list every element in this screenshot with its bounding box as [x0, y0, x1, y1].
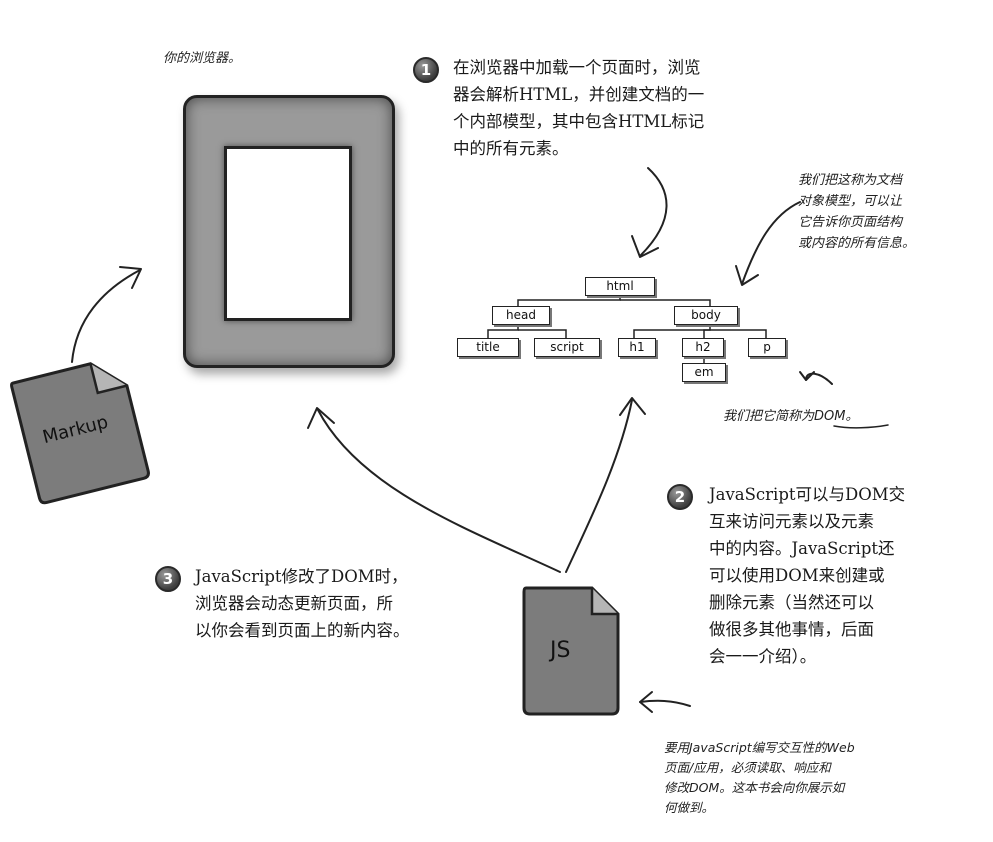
step-3-line: JavaScript修改了DOM时， [195, 567, 408, 586]
browser-viewport [224, 146, 352, 321]
dom-abbrev-note: 我们把它简称为DOM。 [723, 406, 859, 427]
js-file-icon: JS [520, 582, 622, 718]
dom-underline [833, 424, 889, 429]
step-1-line: 中的所有元素。 [453, 139, 569, 158]
arrowhead [119, 266, 142, 289]
arrow-note-to-tree [741, 201, 801, 285]
step-3-line: 浏览器会动态更新页面，所 [195, 594, 393, 613]
tree-connector [517, 296, 621, 306]
arrow-step1-to-tree [639, 167, 668, 257]
step-3-badge: 3 [155, 566, 181, 592]
step-2-line: 互来访问元素以及元素 [709, 512, 874, 531]
tree-connector [620, 299, 711, 306]
arrowhead [307, 407, 335, 429]
step-3-line: 以你会看到页面上的新内容。 [195, 621, 410, 640]
dom-model-note: 我们把这称为文档 对象模型，可以让 它告诉你页面结构 或内容的所有信息。 [798, 170, 915, 254]
step-2-line: 删除元素（当然还可以 [709, 593, 874, 612]
markup-file-shape [10, 362, 150, 505]
arrow-js-to-tree [565, 399, 633, 573]
arrow-js-to-browser [317, 409, 561, 573]
arrowhead [631, 235, 659, 258]
step-1-text: 在浏览器中加载一个页面时，浏览 器会解析HTML，并创建文档的一 个内部模型，其… [453, 54, 704, 162]
dom-model-note-line: 它告诉你页面结构 [798, 215, 903, 230]
dom-model-note-line: 对象模型，可以让 [798, 194, 903, 209]
step-2-text: JavaScript可以与DOM交 互来访问元素以及元素 中的内容。JavaSc… [709, 481, 905, 670]
step-2-line: 可以使用DOM来创建或 [709, 566, 885, 585]
dom-model-note-line: 我们把这称为文档 [798, 173, 903, 188]
js-note-line: 要用JavaScript编写交互性的Web [664, 740, 855, 755]
dom-abbrev-highlight: DOM [814, 409, 846, 424]
dom-node-html: html [585, 277, 655, 296]
tree-connector [703, 329, 710, 338]
browser-label: 你的浏览器。 [163, 51, 242, 66]
step-2-badge: 2 [667, 484, 693, 510]
tree-connector [518, 329, 567, 338]
tree-connector [633, 325, 711, 338]
dom-node-script: script [534, 338, 600, 357]
step-2-line: 做很多其他事情，后面 [709, 620, 874, 639]
arrowhead [799, 371, 815, 381]
dom-node-h1: h1 [618, 338, 656, 357]
arrowhead [735, 265, 759, 286]
arrowhead [639, 691, 653, 713]
dom-model-note-line: 或内容的所有信息。 [798, 236, 916, 251]
browser-window [183, 95, 395, 368]
step-1-badge: 1 [413, 57, 439, 83]
js-note-line: 何做到。 [664, 800, 715, 815]
dom-node-p: p [748, 338, 786, 357]
js-note-line: 修改DOM。这本书会向你展示如 [664, 780, 845, 795]
arrow-markup-to-browser [71, 269, 141, 363]
step-2-line: JavaScript可以与DOM交 [709, 485, 906, 504]
tree-connector [710, 329, 767, 338]
step-1-line: 在浏览器中加载一个页面时，浏览 [453, 58, 701, 77]
arrowhead [619, 397, 646, 416]
dom-node-body: body [674, 306, 738, 325]
step-1-line: 个内部模型，其中包含HTML标记 [453, 112, 705, 131]
dom-node-em: em [682, 363, 726, 382]
js-note: 要用JavaScript编写交互性的Web 页面/应用，必须读取、响应和 修改D… [664, 738, 855, 818]
step-1-line: 器会解析HTML，并创建文档的一 [453, 85, 705, 104]
dom-node-h2: h2 [682, 338, 724, 357]
arrow-js-note [639, 699, 691, 707]
step-3-text: JavaScript修改了DOM时， 浏览器会动态更新页面，所 以你会看到页面上… [195, 563, 410, 644]
dom-node-head: head [492, 306, 550, 325]
js-file-label: JS [550, 638, 571, 663]
dom-abbrev-prefix: 我们把它简称为 [723, 409, 815, 424]
markup-file-icon: Markup [4, 349, 159, 510]
js-note-line: 页面/应用，必须读取、响应和 [664, 760, 831, 775]
step-2-line: 中的内容。JavaScript还 [709, 539, 895, 558]
dom-abbrev-suffix: 。 [845, 409, 859, 424]
step-2-line: 会一一介绍）。 [709, 647, 817, 666]
js-file-shape [522, 586, 620, 716]
arrow-dom-note [805, 372, 833, 385]
tree-connector [487, 325, 519, 338]
dom-node-title: title [457, 338, 519, 357]
